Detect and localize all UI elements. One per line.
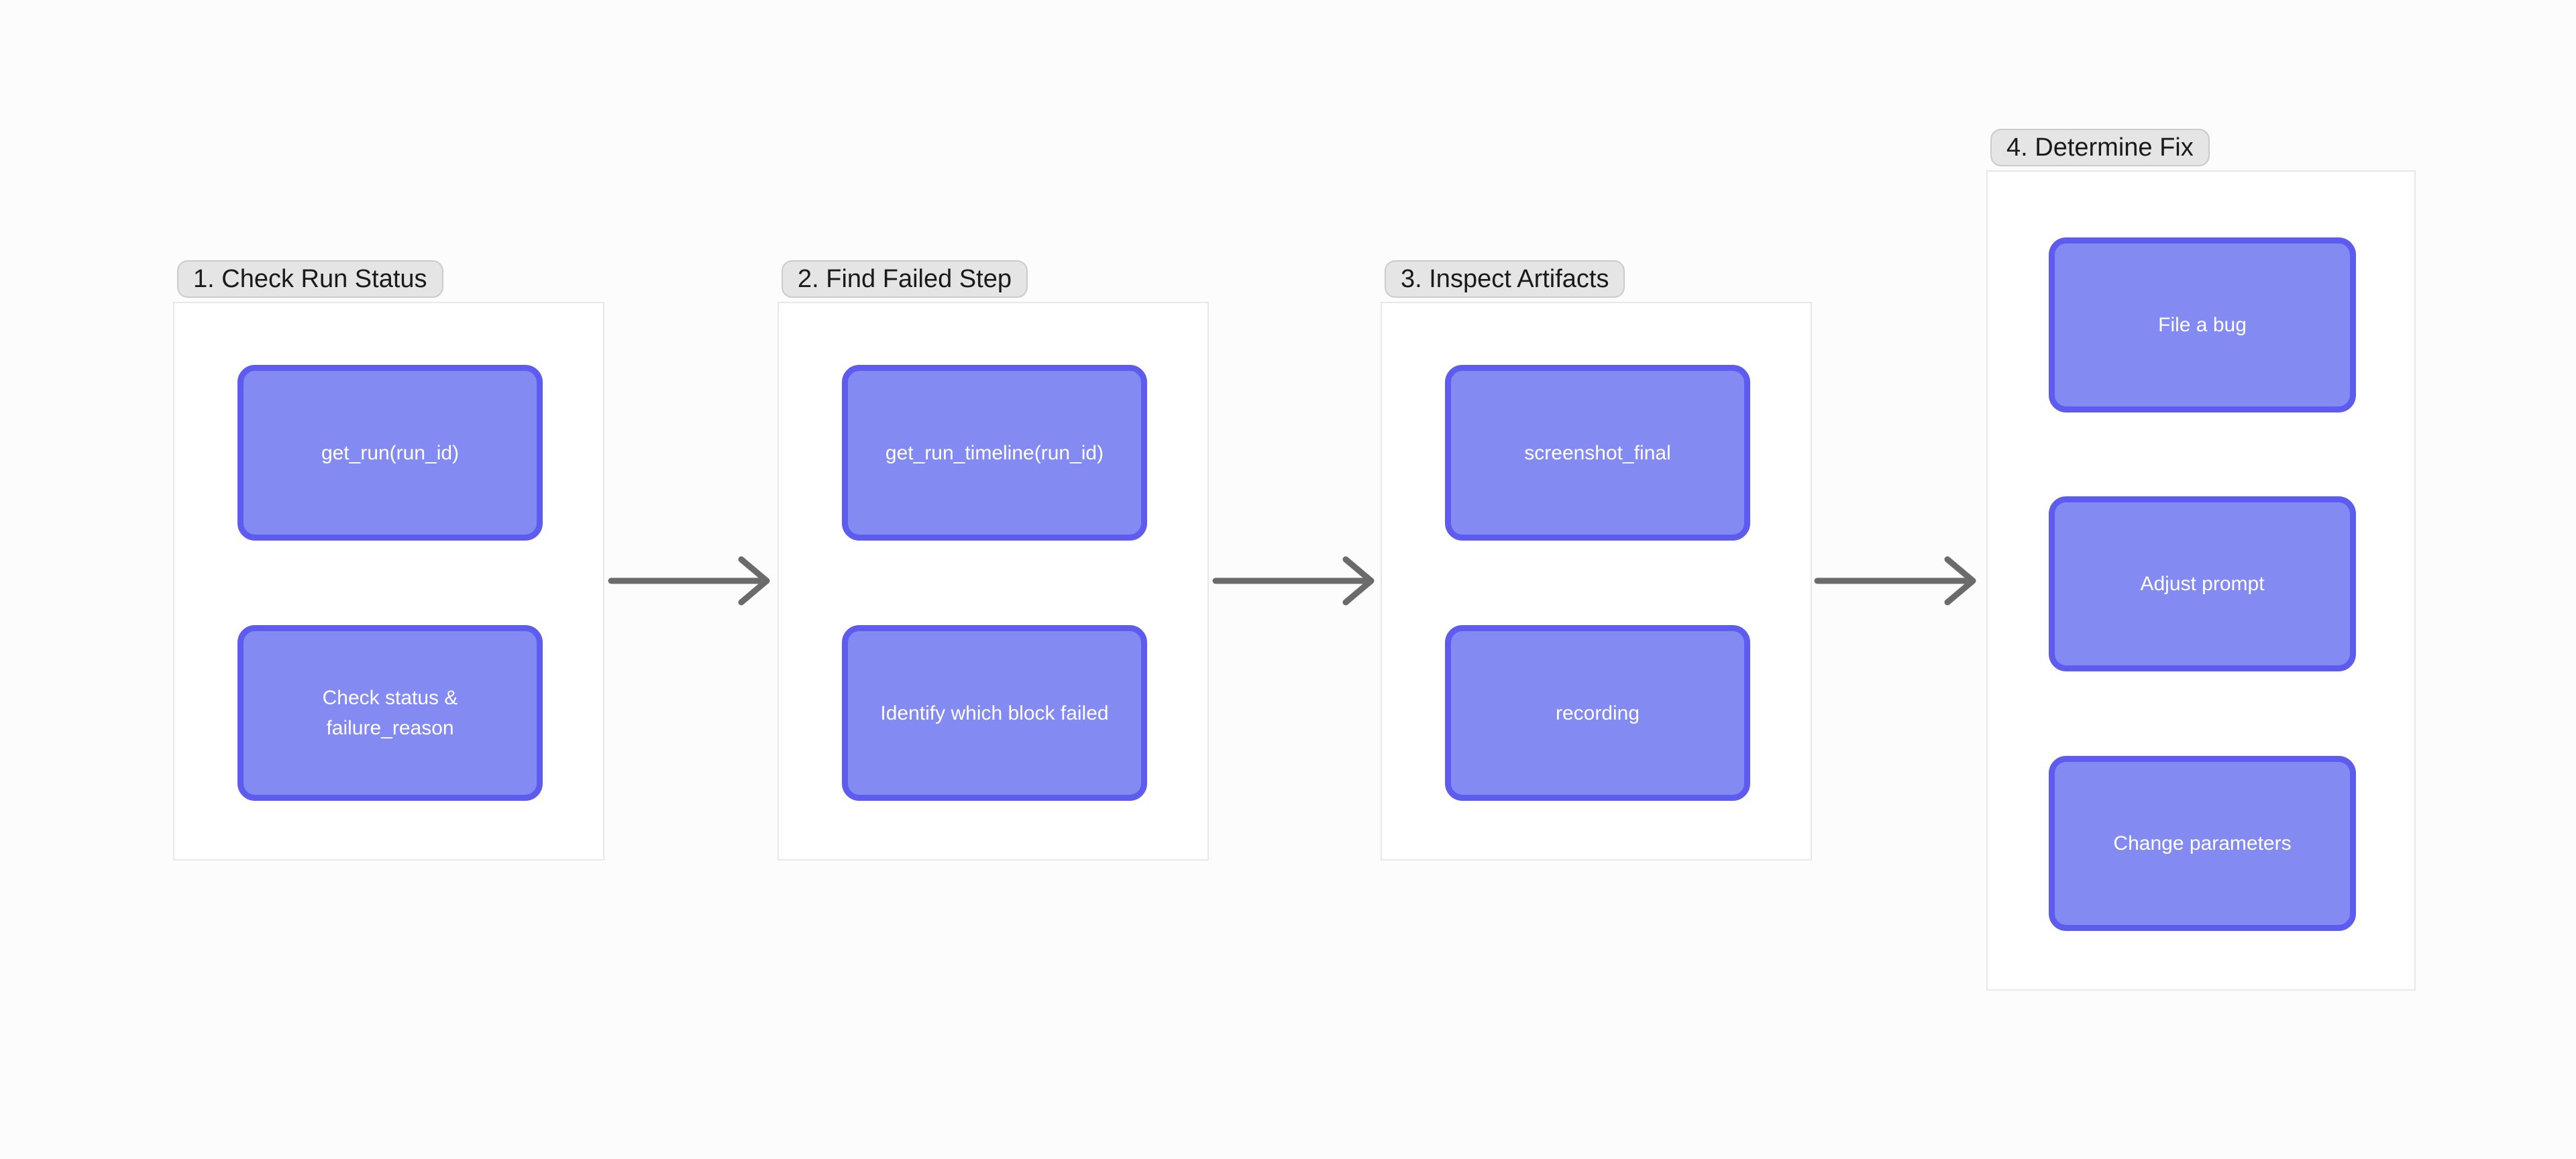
- frame-label: 2. Find Failed Step: [782, 260, 1028, 298]
- node-check-status-failure-reason: Check status & failure_reason: [237, 625, 543, 801]
- frame-label: 3. Inspect Artifacts: [1385, 260, 1625, 298]
- arrow-head: [1944, 556, 1976, 606]
- frame-label: 1. Check Run Status: [177, 260, 443, 298]
- arrow-head: [1342, 556, 1375, 606]
- arrow-head: [738, 556, 770, 606]
- frame-check-run-status: 1. Check Run Status get_run(run_id) Chec…: [173, 260, 604, 861]
- flow-arrow-icon: [1212, 556, 1375, 606]
- node-get-run: get_run(run_id): [237, 365, 543, 541]
- node-recording: recording: [1445, 625, 1750, 801]
- node-get-run-timeline: get_run_timeline(run_id): [842, 365, 1147, 541]
- node-adjust-prompt: Adjust prompt: [2049, 496, 2356, 671]
- frame-find-failed-step: 2. Find Failed Step get_run_timeline(run…: [777, 260, 1209, 861]
- frame-label: 4. Determine Fix: [1990, 129, 2210, 166]
- node-file-a-bug: File a bug: [2049, 237, 2356, 412]
- node-identify-failed-block: Identify which block failed: [842, 625, 1147, 801]
- flow-arrow-icon: [1814, 556, 1976, 606]
- flow-arrow-icon: [608, 556, 770, 606]
- node-screenshot-final: screenshot_final: [1445, 365, 1750, 541]
- node-change-parameters: Change parameters: [2049, 756, 2356, 931]
- frame-inspect-artifacts: 3. Inspect Artifacts screenshot_final re…: [1381, 260, 1812, 861]
- frame-determine-fix: 4. Determine Fix File a bug Adjust promp…: [1986, 129, 2416, 991]
